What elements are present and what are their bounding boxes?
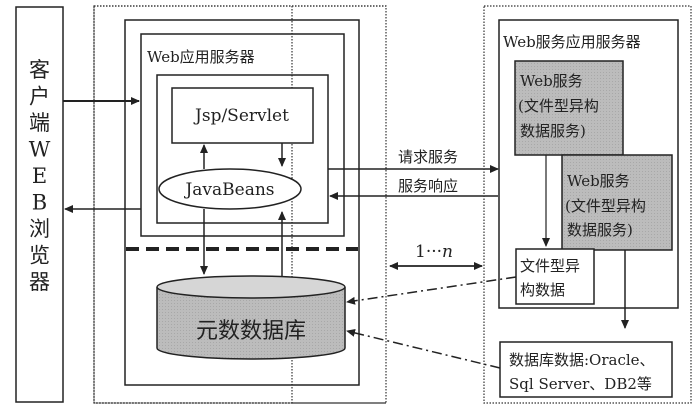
web-service-1-label: Web服务 (文件型异构 数据服务): [518, 72, 604, 140]
client-label-char: 览: [29, 244, 50, 268]
database-data-label: 数据库数据:Oracle、 Sql Server、DB2等: [509, 351, 659, 393]
client-label-char: W: [29, 138, 51, 162]
web-app-server-outer: [124, 19, 360, 386]
client-label-char: 户: [29, 85, 50, 109]
database-body: [156, 287, 346, 360]
web-service-tier-boundary: [483, 5, 692, 404]
web-service-server-box: [498, 19, 679, 309]
client-browser-box: [15, 6, 64, 403]
web-app-tier-boundary: [93, 5, 387, 404]
client-label-char: 客: [29, 58, 50, 82]
client-label-char: B: [32, 191, 47, 215]
web-app-server-box: [140, 33, 345, 237]
javabeans-node: [158, 168, 302, 210]
multiplicity-label: 1···n: [415, 242, 453, 262]
file-data-to-db-link: [346, 276, 517, 305]
client-label-char: 端: [29, 111, 50, 135]
web-service-1-box: [514, 60, 624, 156]
web-container-box: [156, 74, 329, 224]
file-data-label: 文件型异 构数据: [520, 257, 585, 299]
web-service-2-box: [561, 154, 673, 251]
database-data-box: [499, 341, 673, 398]
database-top: [156, 275, 346, 299]
client-label-char: E: [32, 164, 47, 188]
metadata-database: 元数数据库: [156, 275, 346, 360]
web-app-server-title: Web应用服务器: [147, 48, 255, 66]
db-data-to-db-link: [346, 328, 501, 369]
jsp-servlet-box: [171, 87, 314, 144]
service-response-label: 服务响应: [398, 177, 458, 195]
database-label: 元数数据库: [196, 319, 306, 344]
web-service-server-title: Web服务应用服务器: [503, 33, 641, 51]
jsp-servlet-label: Jsp/Servlet: [193, 106, 289, 126]
request-service-label: 请求服务: [398, 148, 458, 166]
web-service-2-label: Web服务 (文件型异构 数据服务): [565, 172, 651, 239]
file-data-box: [515, 248, 595, 305]
client-label-char: 器: [29, 270, 50, 294]
javabeans-label: JavaBeans: [183, 180, 274, 200]
client-label-char: 浏: [29, 217, 50, 241]
